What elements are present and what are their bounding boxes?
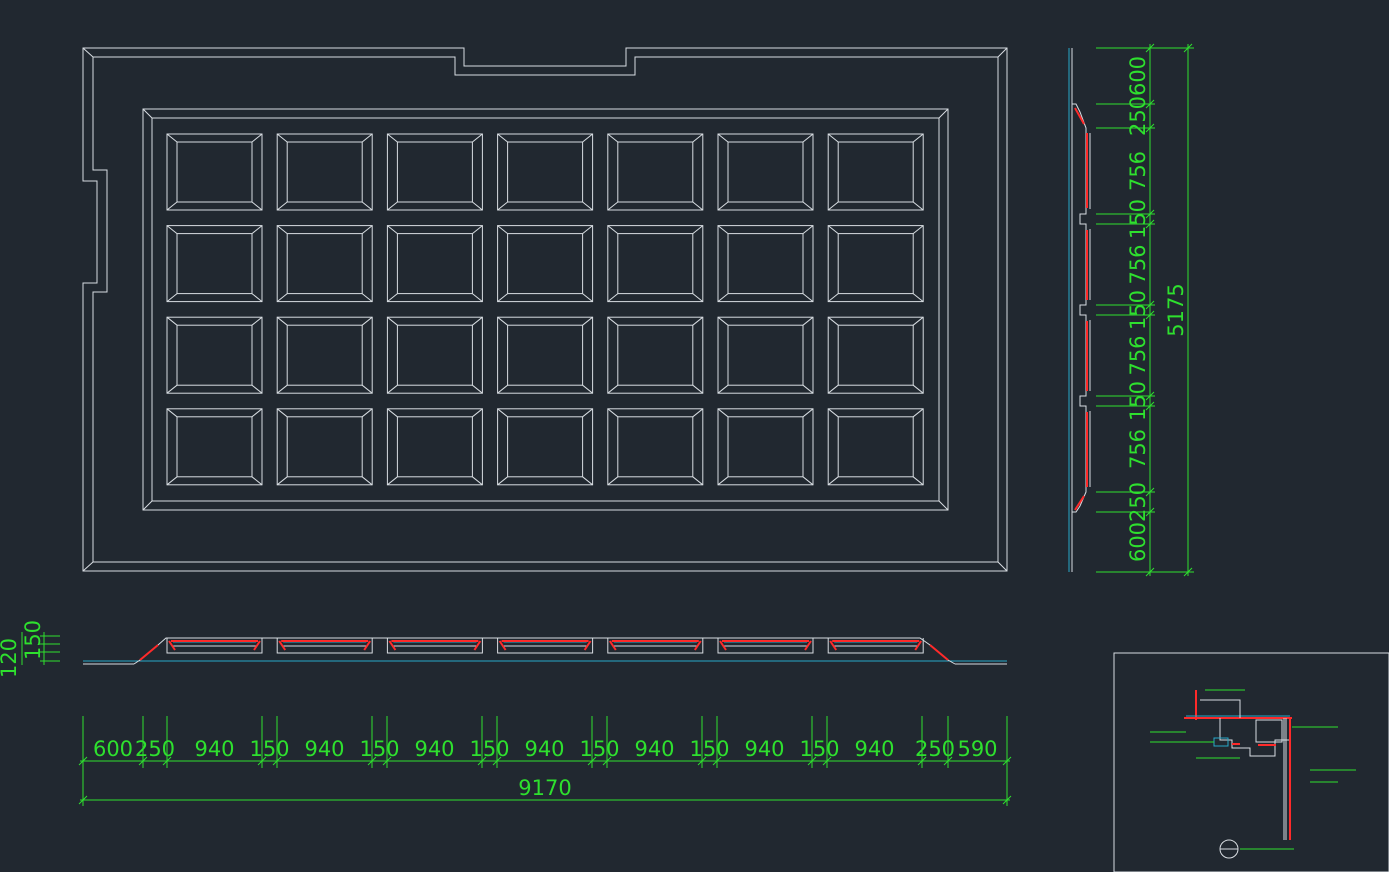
coffer-panel	[607, 225, 704, 303]
coffer-panel	[607, 133, 704, 211]
coffer-panel	[386, 316, 483, 394]
side-dim-label: 600	[1126, 56, 1150, 96]
bottom-dim-label: 940	[634, 737, 674, 761]
coffer-panel	[717, 408, 814, 486]
side-total-dim: 5175	[1164, 283, 1188, 336]
coffer-frame-inner	[151, 117, 940, 502]
side-dim-label: 150	[1126, 381, 1150, 421]
coffer-panel	[386, 408, 483, 486]
bottom-dim-label: 940	[744, 737, 784, 761]
section-panel	[276, 638, 373, 654]
coffer-panel	[166, 316, 263, 394]
coffer-panel	[276, 133, 373, 211]
section-dim-label: 150	[21, 620, 45, 660]
coffer-panel	[497, 316, 594, 394]
coffer-frame-outer	[142, 108, 949, 511]
bottom-dim-label: 150	[689, 737, 729, 761]
coffer-panel	[166, 408, 263, 486]
section-panel	[827, 638, 924, 654]
section-panel	[607, 638, 704, 654]
coffer-panel	[717, 316, 814, 394]
coffer-panel	[827, 225, 924, 303]
coffer-panel	[607, 408, 704, 486]
section-panel	[717, 638, 814, 654]
coffer-panel	[497, 133, 594, 211]
section-panel	[497, 638, 594, 654]
coffer-panel	[717, 133, 814, 211]
coffer-panel	[827, 133, 924, 211]
coffer-panel	[386, 133, 483, 211]
bottom-dim-label: 250	[915, 737, 955, 761]
bottom-dim-label: 150	[359, 737, 399, 761]
bottom-dim-label: 150	[469, 737, 509, 761]
bottom-dim-label: 940	[194, 737, 234, 761]
side-dim-label: 150	[1126, 290, 1150, 330]
bottom-dim-label: 600	[93, 737, 133, 761]
section-panels	[139, 638, 949, 661]
plan-outer-outline	[82, 47, 1008, 572]
coffer-panel	[166, 133, 263, 211]
bottom-dim-label: 940	[304, 737, 344, 761]
section-panel	[386, 638, 483, 654]
coffer-panel	[497, 408, 594, 486]
coffer-panel	[276, 225, 373, 303]
coffer-panel-grid	[166, 133, 924, 486]
side-dim-label: 756	[1126, 335, 1150, 375]
plan-inner-outline	[92, 56, 999, 563]
bottom-dim-label: 150	[579, 737, 619, 761]
ceiling-plan	[82, 47, 1008, 572]
side-dim-label: 756	[1126, 429, 1150, 469]
side-dim-label: 756	[1126, 151, 1150, 191]
coffer-panel	[717, 225, 814, 303]
coffer-panel	[386, 225, 483, 303]
coffer-panel	[166, 225, 263, 303]
side-dim-label: 250	[1126, 96, 1150, 136]
side-dim-label: 600	[1126, 522, 1150, 562]
bottom-dim-label: 250	[135, 737, 175, 761]
coffer-panel	[497, 225, 594, 303]
coffer-panel	[607, 316, 704, 394]
bottom-dim-label: 940	[524, 737, 564, 761]
section-dim-label: 120	[0, 638, 21, 678]
coffer-panel	[827, 408, 924, 486]
bottom-total-dim: 9170	[518, 776, 571, 800]
coffer-panel	[276, 316, 373, 394]
section-panel	[166, 638, 263, 654]
coffer-panel	[827, 316, 924, 394]
bottom-dim-label: 150	[799, 737, 839, 761]
coffer-panel	[276, 408, 373, 486]
bottom-dim-label: 590	[957, 737, 997, 761]
bottom-dim-label: 940	[414, 737, 454, 761]
side-dim-label: 150	[1126, 199, 1150, 239]
node-detail	[1150, 689, 1356, 840]
side-dim-label: 250	[1126, 482, 1150, 522]
bottom-dim-label: 940	[854, 737, 894, 761]
detail-title	[1219, 839, 1294, 859]
bottom-dim-label: 150	[249, 737, 289, 761]
detail-viewport[interactable]	[1113, 652, 1389, 872]
side-dim-label: 756	[1126, 244, 1150, 284]
